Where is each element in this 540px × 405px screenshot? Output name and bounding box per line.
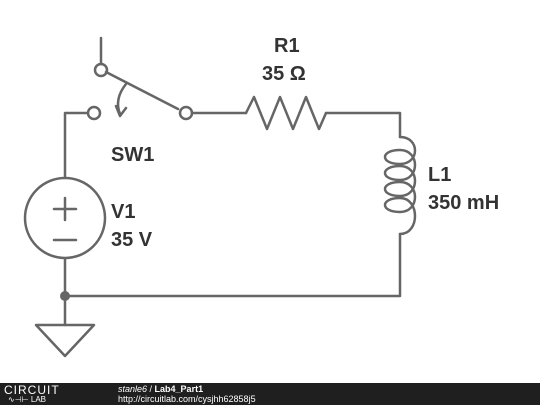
project-path: stanle6 / Lab4_Part1 bbox=[118, 384, 256, 394]
r1-label: R1 bbox=[274, 35, 300, 57]
project-url[interactable]: http://circuitlab.com/cysjhh62858j5 bbox=[118, 394, 256, 404]
project-info: stanle6 / Lab4_Part1 http://circuitlab.c… bbox=[118, 384, 256, 404]
wire-left-top bbox=[63, 111, 90, 180]
logo-text-top: CIRCUIT bbox=[4, 383, 60, 397]
circuit-schematic: SW1 R1 35 Ω L1 350 mH V1 35 V bbox=[23, 35, 499, 358]
resistor-r1 bbox=[244, 95, 328, 131]
sw1-label: SW1 bbox=[111, 144, 154, 166]
author-link[interactable]: stanle6 bbox=[118, 384, 148, 394]
v1-label: V1 bbox=[111, 201, 135, 223]
v1-value: 35 V bbox=[111, 229, 153, 251]
logo-wave-icon: ∿⊣⊢ bbox=[8, 395, 29, 404]
project-name[interactable]: Lab4_Part1 bbox=[154, 384, 204, 394]
l1-label: L1 bbox=[428, 164, 451, 186]
r1-value: 35 Ω bbox=[262, 63, 306, 85]
junction-node bbox=[60, 291, 70, 301]
inductor-l1 bbox=[383, 135, 417, 236]
footer-bar: CIRCUIT ∿⊣⊢ LAB stanle6 / Lab4_Part1 htt… bbox=[0, 383, 540, 405]
circuitlab-logo[interactable]: CIRCUIT ∿⊣⊢ LAB bbox=[4, 384, 100, 404]
ground-icon bbox=[34, 323, 96, 358]
logo-text-bottom: ∿⊣⊢ LAB bbox=[8, 395, 46, 404]
l1-value: 350 mH bbox=[428, 192, 499, 214]
plus-sign-icon bbox=[52, 196, 78, 222]
wire-top-right bbox=[324, 111, 402, 139]
logo-text-lab: LAB bbox=[30, 395, 46, 404]
path-separator: / bbox=[147, 384, 155, 394]
wire-right-bottom bbox=[63, 232, 402, 298]
switch-sw1 bbox=[86, 36, 194, 121]
